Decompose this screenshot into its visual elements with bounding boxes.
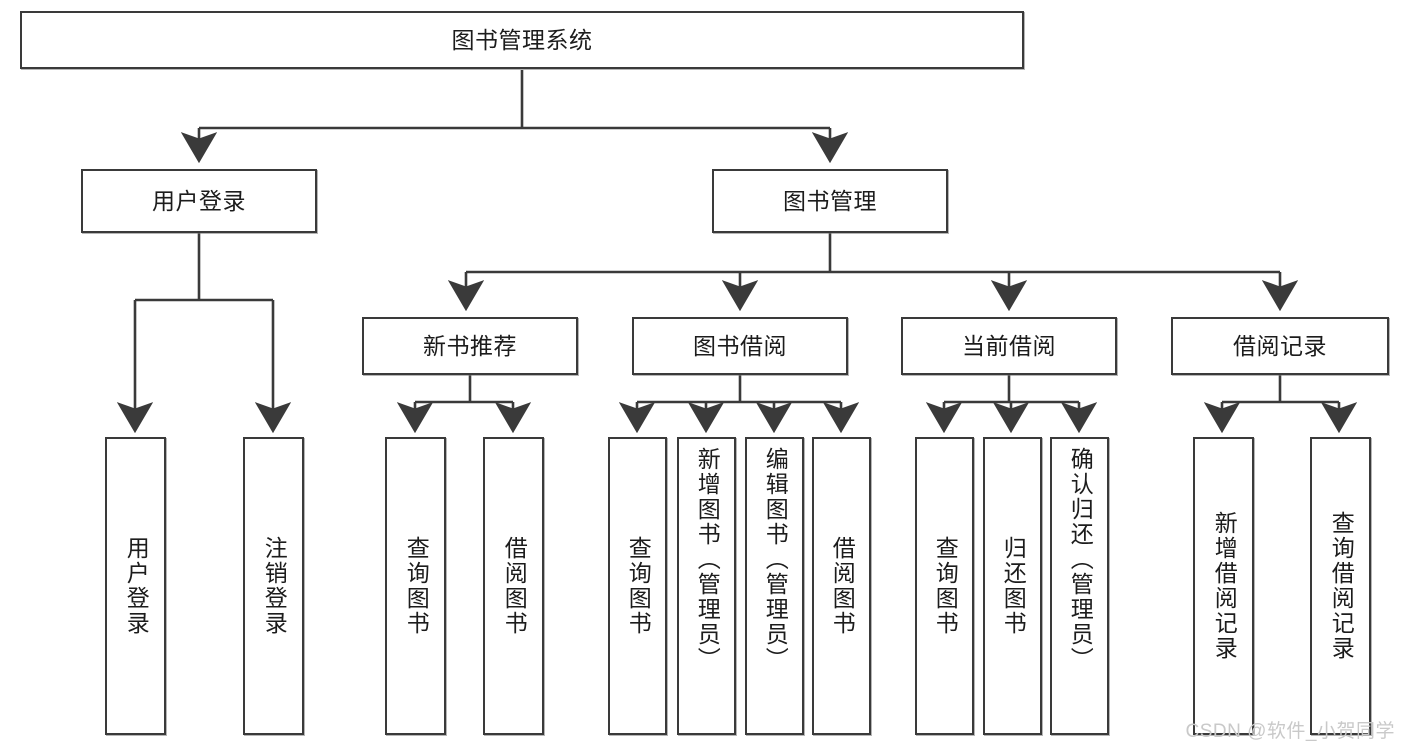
node-book-borrow-label: 图书借阅 xyxy=(693,332,787,359)
leaf-query-record-label: 查询借阅记录 xyxy=(1328,511,1355,661)
node-new-book-recommend-label: 新书推荐 xyxy=(423,332,517,359)
node-user-login[interactable]: 用户登录 xyxy=(81,169,317,233)
leaf-add-record-label: 新增借阅记录 xyxy=(1211,511,1238,661)
leaf-add-record[interactable]: 新增借阅记录 xyxy=(1193,437,1254,735)
leaf-query-book-3[interactable]: 查询图书 xyxy=(915,437,974,735)
node-root[interactable]: 图书管理系统 xyxy=(20,11,1024,69)
node-book-manage[interactable]: 图书管理 xyxy=(712,169,948,233)
leaf-confirm-return-label: 确认归还（管理员） xyxy=(1067,447,1094,672)
leaf-query-book-2[interactable]: 查询图书 xyxy=(608,437,667,735)
node-user-login-label: 用户登录 xyxy=(152,187,246,214)
node-root-label: 图书管理系统 xyxy=(451,26,593,53)
leaf-edit-book[interactable]: 编辑图书（管理员） xyxy=(745,437,804,735)
leaf-user-logout-label: 注销登录 xyxy=(261,536,288,636)
leaf-return-book[interactable]: 归还图书 xyxy=(983,437,1042,735)
leaf-query-book-3-label: 查询图书 xyxy=(932,536,959,636)
leaf-add-book[interactable]: 新增图书（管理员） xyxy=(677,437,736,735)
leaf-query-record[interactable]: 查询借阅记录 xyxy=(1310,437,1371,735)
node-new-book-recommend[interactable]: 新书推荐 xyxy=(362,317,578,375)
leaf-query-book-2-label: 查询图书 xyxy=(625,536,652,636)
leaf-borrow-book-2-label: 借阅图书 xyxy=(829,536,856,636)
leaf-confirm-return[interactable]: 确认归还（管理员） xyxy=(1050,437,1109,735)
node-book-borrow[interactable]: 图书借阅 xyxy=(632,317,848,375)
leaf-borrow-book-1-label: 借阅图书 xyxy=(501,536,528,636)
leaf-edit-book-label: 编辑图书（管理员） xyxy=(762,447,789,672)
leaf-borrow-book-2[interactable]: 借阅图书 xyxy=(812,437,871,735)
leaf-user-login[interactable]: 用户登录 xyxy=(105,437,166,735)
leaf-borrow-book-1[interactable]: 借阅图书 xyxy=(483,437,544,735)
node-book-manage-label: 图书管理 xyxy=(783,187,877,214)
leaf-return-book-label: 归还图书 xyxy=(1000,536,1027,636)
leaf-query-book-1-label: 查询图书 xyxy=(403,536,430,636)
node-current-borrow[interactable]: 当前借阅 xyxy=(901,317,1117,375)
leaf-query-book-1[interactable]: 查询图书 xyxy=(385,437,446,735)
leaf-user-logout[interactable]: 注销登录 xyxy=(243,437,304,735)
node-borrow-record-label: 借阅记录 xyxy=(1233,332,1327,359)
leaf-user-login-label: 用户登录 xyxy=(123,536,150,636)
node-borrow-record[interactable]: 借阅记录 xyxy=(1171,317,1389,375)
node-current-borrow-label: 当前借阅 xyxy=(962,332,1056,359)
leaf-add-book-label: 新增图书（管理员） xyxy=(694,447,721,672)
csdn-watermark: CSDN @软件_小贺同学 xyxy=(1185,721,1395,742)
